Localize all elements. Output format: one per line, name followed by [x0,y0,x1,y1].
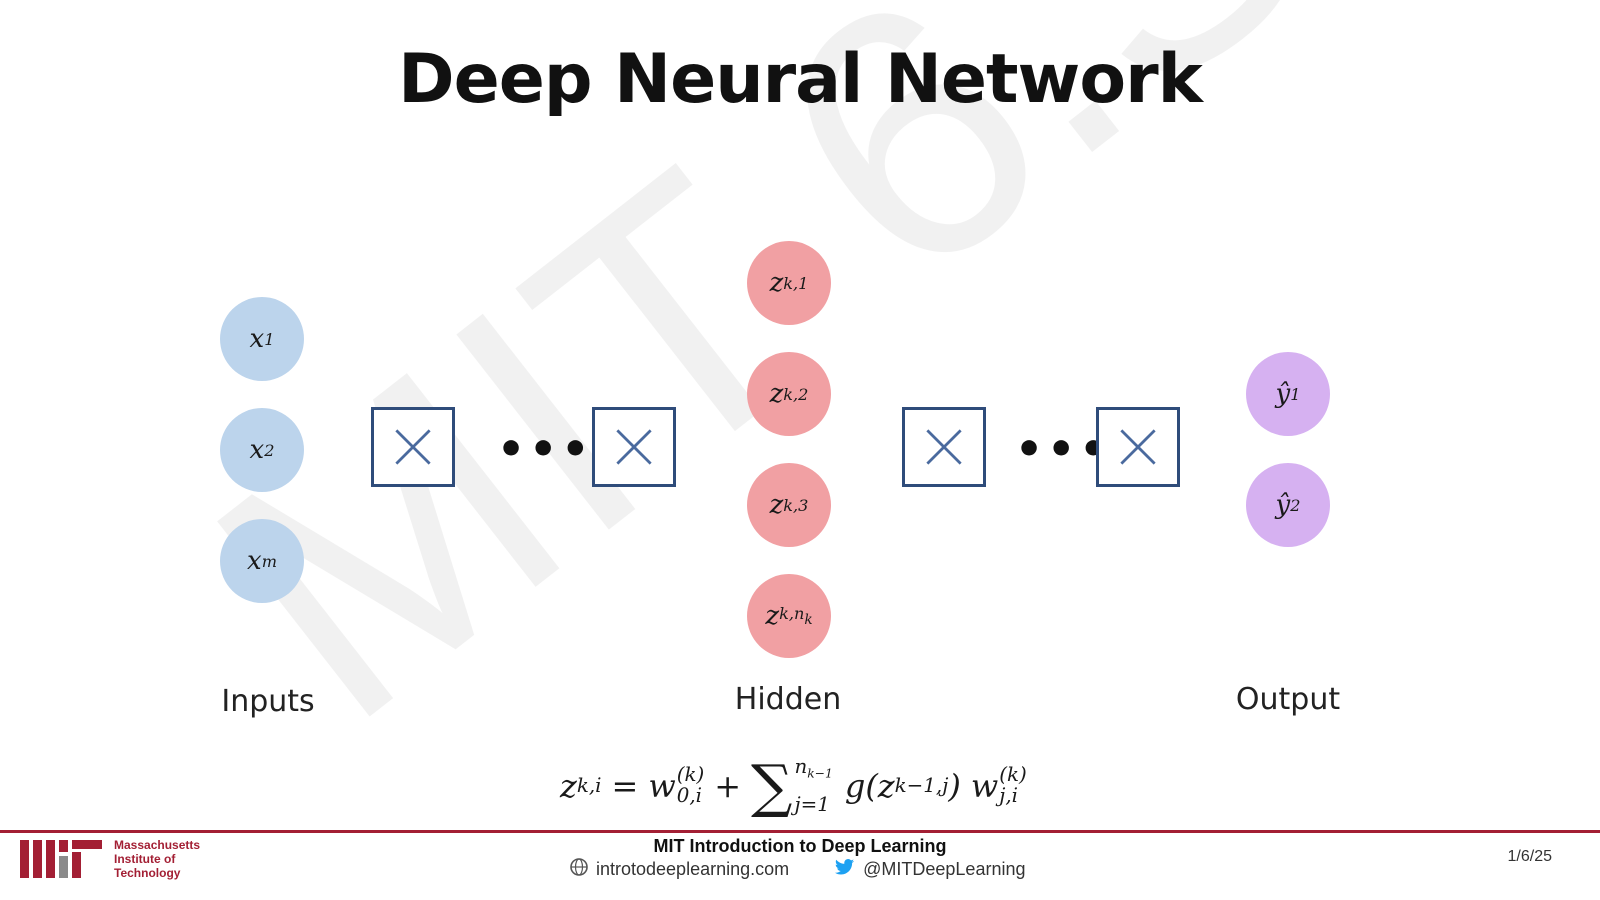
weight-layer-box-4 [1096,407,1180,487]
weight-layer-box-3 [902,407,986,487]
inputs-label: Inputs [221,684,315,719]
cross-icon [926,429,962,465]
slide-date: 1/6/25 [1507,848,1552,865]
course-title: MIT Introduction to Deep Learning [653,836,947,856]
ellipsis-2: ••• [1015,424,1112,475]
watermark: MIT 6.S191 [146,0,1600,796]
twitter-handle-link[interactable]: @MITDeepLearning [863,859,1026,879]
mit-wordmark: Massachusetts Institute of Technology [114,838,201,880]
hidden-label: Hidden [734,682,842,717]
website-link[interactable]: introtodeeplearning.com [596,859,790,879]
weight-layer-box-2 [592,407,676,487]
footer-divider [0,830,1600,833]
footer-links: introtodeeplearning.com @MITDeepLearning [570,858,1025,881]
globe-icon [570,858,588,881]
weight-layer-box-1 [371,407,455,487]
output-label: Output [1235,682,1341,717]
mit-logo [20,840,102,878]
cross-icon [616,429,652,465]
twitter-bird-icon [835,858,855,881]
slide-title: Deep Neural Network [398,40,1203,119]
cross-icon [1120,429,1156,465]
ellipsis-1: ••• [497,424,594,475]
cross-icon [395,429,431,465]
